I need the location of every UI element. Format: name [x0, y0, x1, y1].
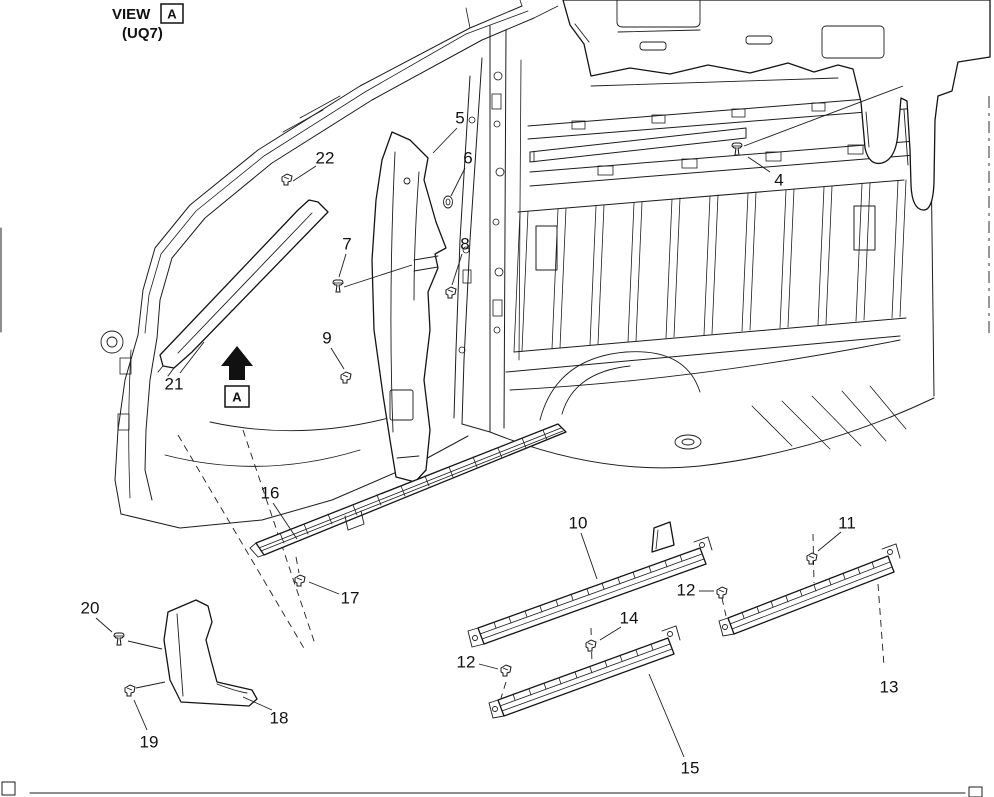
view-label: VIEW — [112, 6, 151, 23]
fastener-clip-12a — [716, 586, 728, 599]
callout-22: 22 — [316, 149, 335, 168]
part-sill-plate-13 — [718, 543, 901, 637]
up-arrow-icon — [221, 346, 253, 380]
sill-10-ribs — [493, 554, 683, 629]
callout-19: 19 — [140, 733, 159, 752]
fastener-clip-22 — [281, 173, 293, 186]
fastener-clip-11 — [806, 552, 818, 565]
callout-20: 20 — [81, 599, 100, 618]
callout-11: 11 — [838, 514, 856, 533]
fastener-pin-4 — [731, 142, 743, 156]
part-sill-plate-15 — [488, 625, 681, 719]
callout-labels: 4 5 6 7 8 9 10 11 12 12 13 14 15 16 17 1… — [81, 109, 899, 778]
callout-10: 10 — [569, 514, 588, 533]
rear-wall-line-art — [489, 25, 935, 433]
callout-14: 14 — [620, 609, 639, 628]
part-back-panel-trim — [562, 0, 991, 211]
callout-7: 7 — [342, 235, 351, 254]
pillar-grommet-detail — [100, 330, 124, 354]
fastener-clip-8 — [445, 286, 457, 299]
fastener-clip-9 — [340, 371, 352, 384]
callout-6: 6 — [463, 149, 472, 168]
view-direction-arrow: A — [221, 346, 253, 408]
sill-13-ribs — [741, 561, 875, 619]
callout-9: 9 — [322, 329, 331, 348]
part-pillar-garnish-21 — [157, 199, 329, 377]
fastener-pin-20 — [113, 632, 125, 646]
callout-17: 17 — [341, 589, 360, 608]
sill-16-ribs — [279, 429, 548, 544]
floor-hatching — [751, 385, 907, 450]
fastener-pin-7 — [332, 279, 344, 293]
fastener-clip-14 — [585, 639, 597, 652]
callout-12a: 12 — [677, 581, 696, 600]
callout-15: 15 — [681, 759, 700, 778]
callout-18: 18 — [270, 709, 289, 728]
view-code: (UQ7) — [122, 25, 163, 42]
part-lock-pillar-trim-5 — [371, 131, 447, 483]
page-border-marks — [0, 96, 990, 797]
alignment-dashed-lines — [177, 429, 885, 699]
callout-12b: 12 — [457, 653, 476, 672]
a-pillar-line-art — [100, 0, 559, 529]
view-arrow-letter: A — [232, 390, 242, 405]
leader-lines — [95, 85, 904, 758]
fastener-clip-19 — [124, 684, 136, 697]
callout-16: 16 — [261, 484, 280, 503]
sill-15-ribs — [512, 643, 654, 701]
callout-13: 13 — [880, 678, 899, 697]
corrugation-ribs — [513, 179, 907, 353]
part-sill-plate-10 — [467, 521, 713, 648]
view-title: VIEW A (UQ7) — [112, 3, 184, 42]
floor-drain-plug — [674, 434, 702, 450]
callout-21: 21 — [165, 375, 184, 394]
fastener-grommet-6 — [443, 195, 453, 209]
callout-8: 8 — [460, 235, 469, 254]
callout-4: 4 — [774, 171, 783, 190]
view-reference-letter: A — [167, 7, 177, 22]
callout-5: 5 — [455, 109, 464, 128]
part-kick-panel-18 — [163, 599, 258, 707]
fastener-clip-17 — [294, 574, 306, 587]
floor-line-art — [489, 339, 935, 469]
fastener-clip-12b — [500, 664, 512, 677]
part-door-sill-plate-16 — [249, 423, 567, 558]
